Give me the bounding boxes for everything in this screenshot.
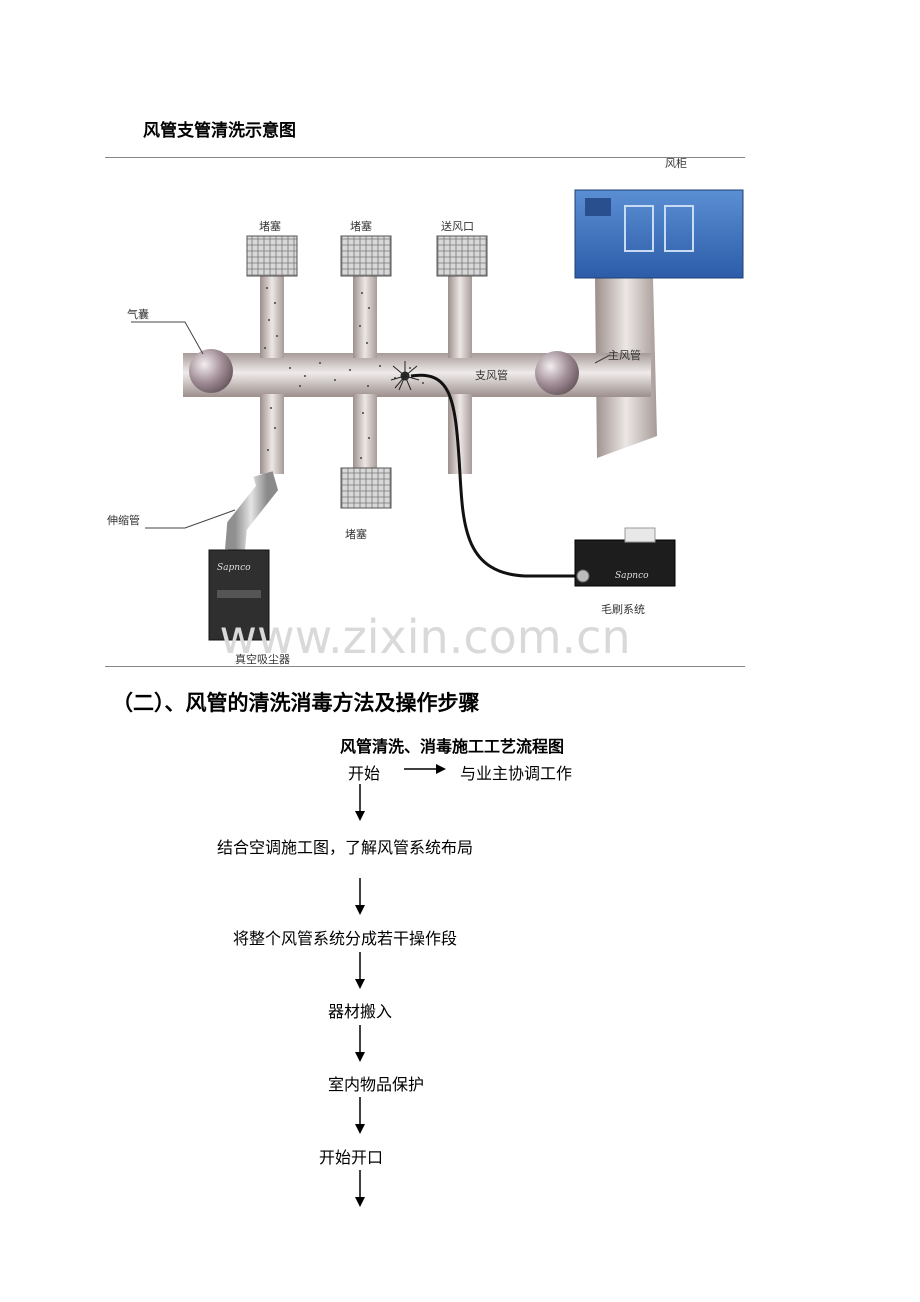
flow-step-1: 结合空调施工图，了解风管系统布局 [217, 838, 474, 857]
label-branch-duct: 支风管 [475, 368, 508, 382]
label-main-duct: 主风管 [608, 348, 641, 362]
down-arrow-icon [355, 878, 365, 915]
label-plug-2: 堵塞 [350, 219, 372, 233]
airbag-right [535, 351, 579, 395]
label-brush-system: 毛刷系统 [601, 603, 645, 616]
flow-step-4: 室内物品保护 [328, 1075, 425, 1094]
figure-title: 风管支管清洗示意图 [143, 121, 296, 141]
label-plug-1: 堵塞 [259, 219, 281, 233]
label-plug-bottom: 堵塞 [345, 527, 367, 541]
telescopic-pipe [225, 471, 279, 551]
flow-step-5: 开始开口 [319, 1148, 384, 1167]
duct-cleaning-diagram: Sapnco Sapnco 风柜 堵塞 堵塞 送风口 气囊 主风管 支风管 伸缩… [105, 157, 745, 667]
flow-side-step: 与业主协调工作 [460, 764, 573, 783]
flow-start: 开始 [348, 764, 381, 783]
flowchart-title: 风管清洗、消毒施工工艺流程图 [340, 737, 565, 756]
down-arrow-icon [355, 952, 365, 989]
label-supply-outlet: 送风口 [441, 219, 474, 233]
label-fan-cabinet: 风柜 [665, 158, 687, 170]
side-arrow-icon [404, 764, 446, 774]
label-vacuum-cleaner: 真空吸尘器 [235, 652, 290, 666]
brush-brand: Sapnco [615, 571, 649, 581]
label-telescopic-pipe: 伸缩管 [107, 513, 140, 527]
section-heading: （二）、风管的清洗消毒方法及操作步骤 [112, 691, 480, 715]
down-arrow-icon [355, 1170, 365, 1207]
flow-step-2: 将整个风管系统分成若干操作段 [233, 929, 458, 948]
down-arrow-icon [355, 1097, 365, 1134]
airbag-left [189, 349, 233, 393]
dust-particles [264, 287, 424, 459]
brush-cable [410, 373, 585, 578]
watermark: www.zixin.com.cn [219, 610, 630, 664]
down-arrow-icon [355, 1025, 365, 1062]
vacuum-brand: Sapnco [217, 563, 251, 573]
brush-system-unit [574, 539, 676, 587]
brush-head [390, 361, 420, 391]
label-airbag: 气囊 [127, 307, 149, 321]
flow-step-3: 器材搬入 [328, 1002, 393, 1021]
down-arrow-icon [355, 784, 365, 821]
